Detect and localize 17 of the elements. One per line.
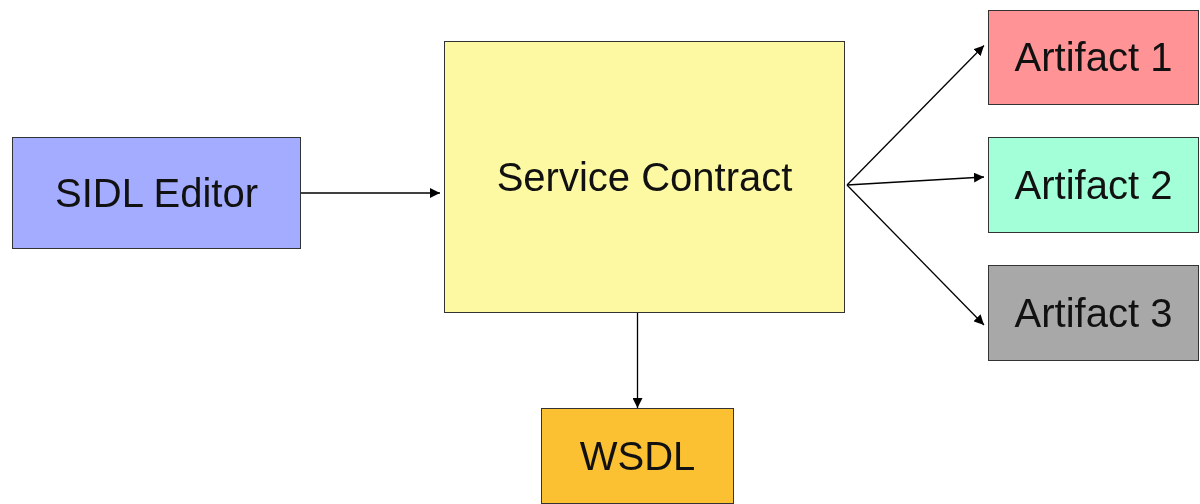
box-label: WSDL: [579, 433, 696, 479]
arrow: [846, 44, 985, 186]
box-label: Artifact 2: [1014, 162, 1173, 208]
process-box: [541, 408, 734, 504]
arrow: [846, 172, 985, 186]
process-box: [988, 10, 1199, 105]
process-box: [12, 137, 301, 249]
process-box: [444, 41, 845, 313]
process-box: [988, 265, 1199, 361]
arrow: [300, 188, 441, 198]
arrow: [846, 184, 985, 326]
box-label: SIDL Editor: [54, 170, 258, 216]
box-label: Service Contract: [496, 154, 793, 200]
process-box: [988, 137, 1199, 233]
box-label: Artifact 3: [1014, 290, 1173, 336]
box-label: Artifact 1: [1014, 35, 1173, 80]
arrow: [632, 312, 643, 409]
